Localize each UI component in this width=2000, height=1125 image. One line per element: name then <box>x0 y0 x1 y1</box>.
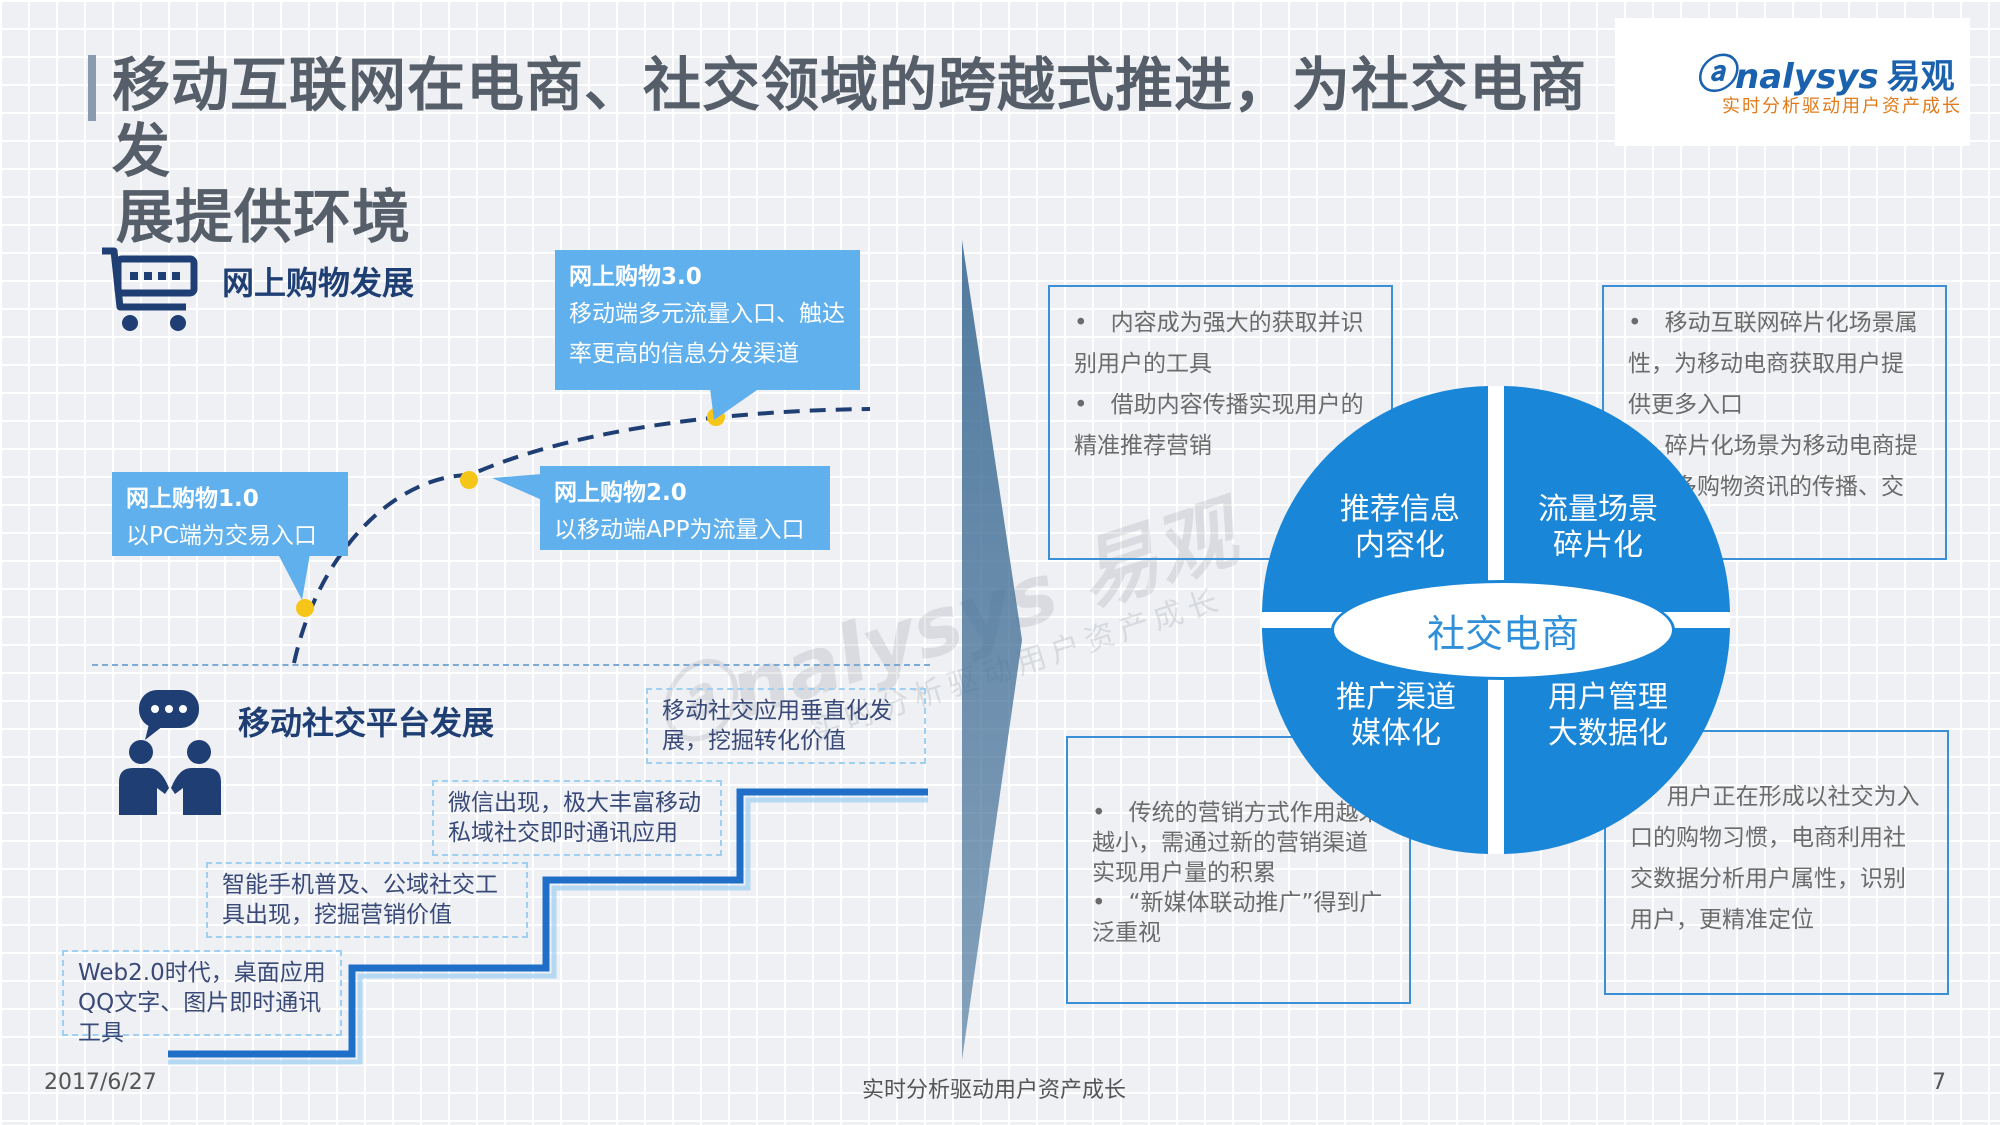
quadrant-bottom-left-text: 推广渠道 媒体化 <box>1336 680 1456 751</box>
footer-date: 2017/6/27 <box>44 1070 157 1095</box>
stage1-callout: 网上购物1.0 以PC端为交易入口 <box>112 472 348 556</box>
logo <box>1615 18 1970 146</box>
panel-bottom-left-item-2: • “新媒体联动推广”得到广泛重视 <box>1092 890 1383 946</box>
quadrant-top-left-text: 推荐信息 内容化 <box>1340 492 1460 563</box>
panel-bottom-left: • 传统的营销方式作用越来越小，需通过新的营销渠道实现用户量的积累 • “新媒体… <box>1066 736 1411 1004</box>
stage2-pointer <box>492 474 542 500</box>
social-section-title: 移动社交平台发展 <box>238 704 495 742</box>
stage1-title: 网上购物1.0 <box>126 486 259 512</box>
panel-bottom-right: • 用户正在形成以社交为入口的购物习惯，电商利用社交数据分析用户属性，识别用户，… <box>1604 730 1949 995</box>
quadrant-top-left-label: 推荐信息 内容化 <box>1320 492 1480 564</box>
chevron-arrow <box>962 240 1022 1060</box>
logo-slogan: 实时分析驱动用户资产成长 <box>1722 96 1962 117</box>
panel-top-left: • 内容成为强大的获取并识别用户的工具 • 借助内容传播实现用户的精准推荐营销 <box>1048 285 1393 560</box>
quadrant-top-right-text: 流量场景 碎片化 <box>1538 492 1658 563</box>
panel-bottom-left-item-1: • 传统的营销方式作用越来越小，需通过新的营销渠道实现用户量的积累 <box>1092 800 1382 886</box>
logo-brand-text: nalysys <box>1735 57 1879 97</box>
quadrant-top-left <box>1262 386 1488 612</box>
quadrant-bottom-right <box>1504 628 1730 854</box>
center-ellipse-label: 社交电商 <box>1331 580 1675 680</box>
stage1-pointer <box>278 554 310 600</box>
stage2-title: 网上购物2.0 <box>554 480 687 506</box>
social-step-1: Web2.0时代，桌面应用QQ文字、图片即时通讯工具 <box>62 950 342 1046</box>
stage1-dot <box>296 599 314 617</box>
social-step-2-text: 智能手机普及、公域社交工具出现，挖掘营销价值 <box>222 872 498 928</box>
title-accent-bar <box>88 55 96 121</box>
quadrant-bottom-left <box>1262 628 1488 854</box>
stage3-callout: 网上购物3.0 移动端多元流量入口、触达率更高的信息分发渠道 <box>555 250 860 390</box>
shopping-cart-icon <box>100 245 200 335</box>
page-title: 移动互联网在电商、社交领域的跨越式推进，为社交电商发 展提供环境 <box>112 52 1612 250</box>
panel-top-left-item-1: • 内容成为强大的获取并识别用户的工具 <box>1074 310 1364 377</box>
quadrant-top-right-label: 流量场景 碎片化 <box>1518 492 1678 564</box>
quadrant-bottom-right-text: 用户管理 大数据化 <box>1548 680 1668 751</box>
shopping-section-title: 网上购物发展 <box>222 264 415 302</box>
stage2-desc: 以移动端APP为流量入口 <box>554 517 805 543</box>
panel-bottom-right-item-1: • 用户正在形成以社交为入口的购物习惯，电商利用社交数据分析用户属性，识别用户，… <box>1630 784 1920 933</box>
title-line-2: 展提供环境 <box>116 183 412 251</box>
quadrant-bottom-left-label: 推广渠道 媒体化 <box>1316 680 1476 752</box>
staircase <box>168 788 928 1065</box>
analysys-logo-icon: ⓐ <box>1695 52 1735 98</box>
panel-top-right-item-1: • 移动互联网碎片化场景属性，为移动电商获取用户提供更多入口 <box>1628 310 1918 418</box>
quadrant-top-right <box>1504 386 1730 612</box>
logo-brand-cn: 易观 <box>1886 57 1955 97</box>
social-step-4-text: 移动社交应用垂直化发展，挖掘转化价值 <box>662 698 892 754</box>
stage1-desc: 以PC端为交易入口 <box>126 523 317 549</box>
stage3-pointer <box>710 388 760 420</box>
social-step-2: 智能手机普及、公域社交工具出现，挖掘营销价值 <box>206 862 528 938</box>
social-step-4: 移动社交应用垂直化发展，挖掘转化价值 <box>646 688 926 764</box>
stage3-title: 网上购物3.0 <box>569 264 702 290</box>
quadrant-bottom-right-label: 用户管理 大数据化 <box>1528 680 1688 752</box>
title-line-1: 移动互联网在电商、社交领域的跨越式推进，为社交电商发 <box>112 51 1588 185</box>
section-divider <box>92 664 930 666</box>
social-step-1-text: Web2.0时代，桌面应用QQ文字、图片即时通讯工具 <box>78 960 326 1046</box>
stage2-callout: 网上购物2.0 以移动端APP为流量入口 <box>540 466 830 550</box>
social-step-3-text: 微信出现，极大丰富移动私域社交即时通讯应用 <box>448 790 701 846</box>
panel-top-left-item-2: • 借助内容传播实现用户的精准推荐营销 <box>1074 392 1364 459</box>
chat-people-icon <box>115 690 225 815</box>
stage3-desc: 移动端多元流量入口、触达率更高的信息分发渠道 <box>569 301 845 367</box>
social-step-3: 微信出现，极大丰富移动私域社交即时通讯应用 <box>432 780 722 856</box>
stage2-dot <box>460 471 478 489</box>
page-number: 7 <box>1932 1070 1946 1095</box>
footer-slogan: 实时分析驱动用户资产成长 <box>862 1078 1127 1103</box>
